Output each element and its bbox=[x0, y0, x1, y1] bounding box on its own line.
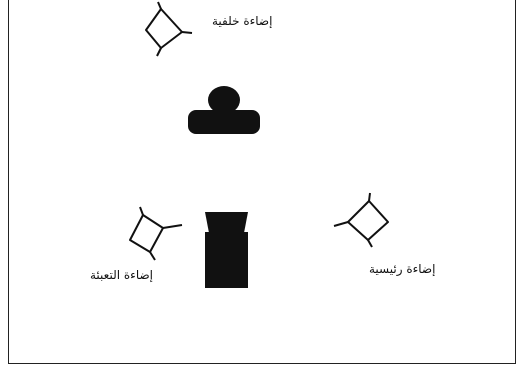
key-light-label: إضاءة رئيسية bbox=[369, 262, 436, 276]
diagram-frame bbox=[8, 0, 516, 364]
fill-light-icon bbox=[129, 206, 183, 261]
back-light-label: إضاءة خلفية bbox=[212, 14, 273, 28]
key-light-icon bbox=[333, 192, 389, 248]
person-icon bbox=[188, 86, 260, 134]
back-light-icon bbox=[145, 1, 193, 57]
camera-icon bbox=[205, 212, 248, 288]
fill-light-label: إضاءة التعبئة bbox=[90, 268, 153, 282]
